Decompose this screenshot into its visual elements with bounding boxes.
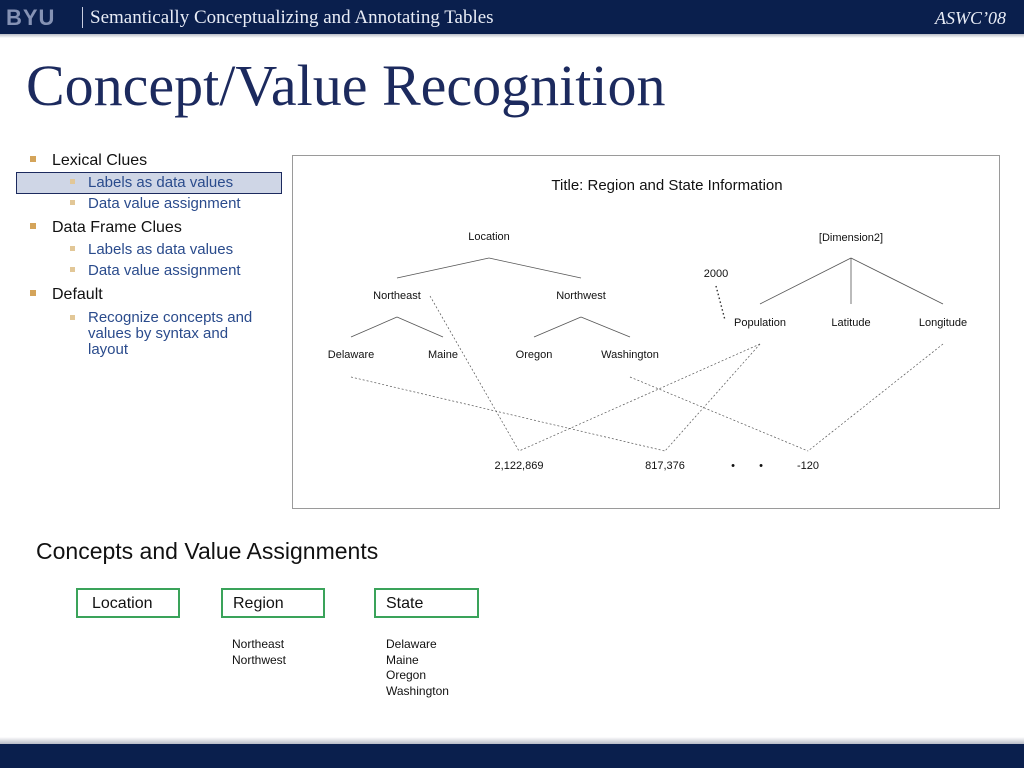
bullet-data-frame-clues: Data Frame Clues — [30, 219, 182, 237]
node-2000: 2000 — [703, 268, 729, 280]
subitem-label: Labels as data values — [88, 174, 234, 191]
value-item: Northeast — [232, 637, 285, 651]
bullet-label: Lexical Clues — [52, 152, 148, 169]
presentation-title: Semantically Conceptualizing and Annotat… — [90, 7, 494, 28]
node-northeast: Northeast — [373, 290, 421, 302]
subitem-label: Labels as data values — [88, 241, 234, 258]
tree-edge — [850, 257, 944, 305]
node-longitude: Longitude — [918, 317, 968, 329]
diagram-title: Title: Region and State Information — [551, 177, 783, 194]
highlight-box — [16, 172, 282, 194]
tree-edge — [350, 316, 398, 338]
tree-edge — [533, 316, 582, 338]
value-item: Delaware — [386, 637, 437, 651]
region-values: Northeast Northwest — [232, 637, 286, 668]
value-population-northeast: 2,122,869 — [494, 460, 544, 472]
subitem-recognize-concepts: Recognize concepts and values by syntax … — [70, 310, 270, 358]
subitem-data-value-assignment: Data value assignment — [70, 262, 241, 279]
subitem-label: Recognize concepts and values by syntax … — [88, 309, 253, 358]
subitem-data-value-assignment: Data value assignment — [70, 195, 241, 212]
value-item: Oregon — [386, 668, 427, 682]
concept-box-region: Region — [221, 588, 325, 618]
value-item: Northwest — [232, 652, 287, 667]
node-oregon: Oregon — [515, 349, 553, 361]
conference-label: ASWC’08 — [935, 8, 1006, 28]
bullet-lexical-clues: Lexical Clues — [30, 152, 147, 170]
dashed-link — [807, 343, 944, 452]
subitem-label: Data value assignment — [88, 262, 241, 279]
value-population-delaware: 817,376 — [645, 460, 685, 472]
square-bullet-icon — [30, 155, 36, 162]
tree-edge — [488, 257, 582, 279]
node-washington: Washington — [601, 349, 659, 361]
concept-box-state: State — [374, 588, 479, 618]
dashed-link — [350, 376, 666, 452]
dashed-link — [429, 295, 520, 452]
square-bullet-icon — [70, 266, 75, 272]
concepts-heading: Concepts and Value Assignments — [36, 538, 379, 564]
square-bullet-icon — [70, 199, 75, 205]
node-delaware: Delaware — [327, 349, 375, 361]
square-bullet-icon — [30, 222, 36, 229]
region-state-diagram: Title: Region and State Information Loca… — [292, 155, 1000, 509]
header-rule — [0, 34, 1024, 38]
slide-title: Concept/Value Recognition — [26, 53, 666, 118]
ellipsis-dot: • — [759, 460, 763, 472]
header-divider — [82, 7, 83, 28]
footer-rule — [0, 737, 1024, 744]
bullet-default: Default — [30, 286, 103, 304]
value-longitude-washington: -120 — [796, 460, 820, 472]
value-item: Maine — [386, 652, 419, 667]
dashed-link — [629, 376, 809, 452]
node-maine: Maine — [428, 349, 458, 361]
square-bullet-icon — [70, 315, 75, 320]
subitem-labels-as-data-values: Labels as data values — [70, 174, 233, 191]
subitem-labels-as-data-values: Labels as data values — [70, 241, 233, 258]
node-northwest: Northwest — [556, 290, 606, 302]
square-bullet-icon — [30, 289, 36, 296]
node-latitude: Latitude — [831, 317, 871, 329]
square-bullet-icon — [70, 245, 75, 251]
tree-edge — [396, 316, 444, 338]
diagram-lines — [350, 257, 944, 452]
node-population: Population — [734, 317, 786, 329]
value-item: Washington — [386, 683, 449, 698]
tree-edge — [396, 257, 490, 279]
concept-box-location: Location — [76, 588, 180, 618]
bullet-label: Default — [52, 286, 103, 303]
node-dimension2: [Dimension2] — [818, 232, 884, 244]
bullet-label: Data Frame Clues — [52, 219, 182, 236]
node-location: Location — [468, 231, 510, 243]
annotation-link — [715, 285, 726, 321]
footer-bar — [0, 744, 1024, 768]
tree-edge — [759, 257, 852, 305]
state-values: Delaware Maine Oregon Washington — [386, 637, 449, 699]
header-bar: BYU Semantically Conceptualizing and Ann… — [0, 0, 1024, 34]
subitem-label: Data value assignment — [88, 195, 241, 212]
byu-logo: BYU — [6, 5, 56, 30]
ellipsis-dot: • — [731, 460, 735, 472]
tree-edge — [580, 316, 631, 338]
square-bullet-icon — [70, 178, 75, 184]
